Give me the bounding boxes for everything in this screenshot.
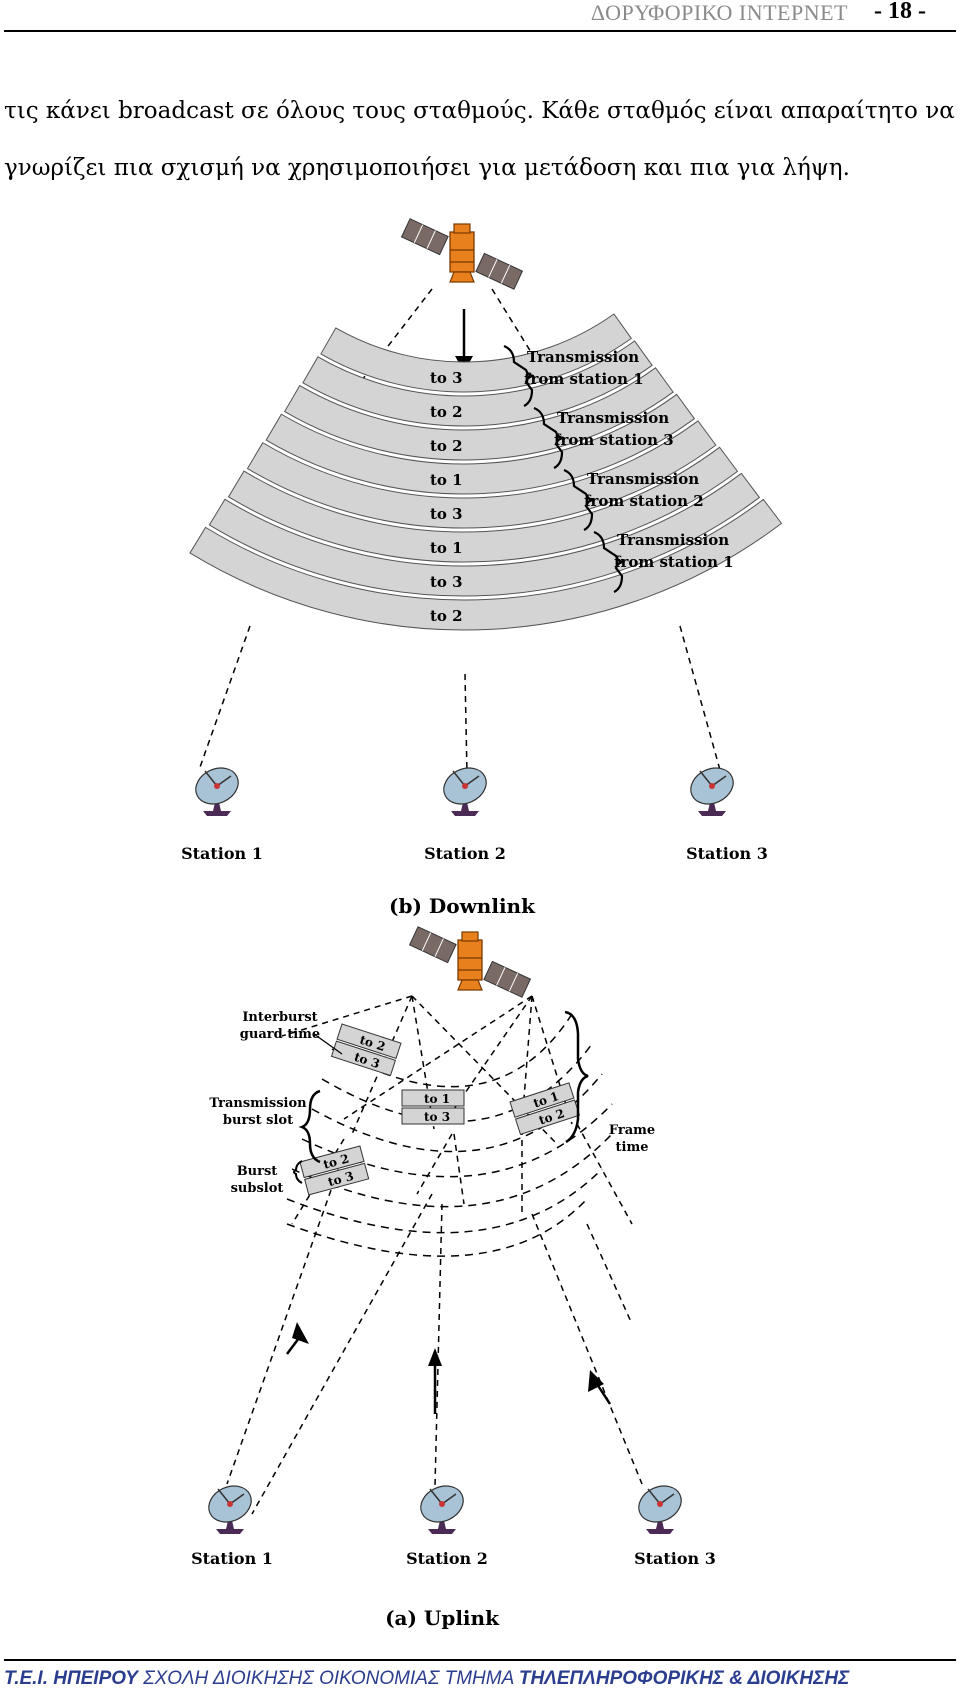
downlink-slot-label-2: to 2 [430,403,463,421]
burst-slot-label-2: burst slot [223,1113,293,1128]
station-3-dish-icon [684,760,740,817]
burst-subslot-label: to 3 [424,1110,450,1124]
downlink-slot-3 [283,367,674,461]
burst-subslot [304,1162,370,1196]
satellite-icon [400,218,524,290]
uplink-arrow-2 [428,1348,442,1366]
uplink-arrow-3 [588,1370,604,1392]
header-rule [4,30,956,32]
paragraph-line-2: γνωρίζει πια σχισμή να χρησιμοποιήσει γι… [4,155,850,181]
frame-time-label-1: Frame [609,1123,655,1138]
guard-time-pointer [313,1033,343,1055]
burst-upper-left: to 2to 3 [330,1023,402,1077]
burst-subslot [299,1145,365,1179]
downlink-slot-label-6: to 1 [430,539,463,557]
downlink-slot-1 [320,313,633,393]
burst-subslot [509,1082,575,1118]
satellite-icon [408,926,532,998]
page-header: ΔΟΡΥΦΟΡΙΚΟ ΙΝΤΕΡΝΕΤ - 18 - [0,0,960,34]
transmission-label-4-line2: from station 1 [614,553,734,571]
interburst-label-2: guard time [240,1027,320,1042]
uplink-beam-lines [226,995,643,1515]
burst-slot-label-1: Transmission [209,1096,307,1111]
transmission-label-2-line1: Transmission [557,409,669,427]
downlink-slot-5 [246,420,717,529]
burst-subslot [401,1107,465,1125]
downlink-slot-2 [302,340,653,427]
frame-time-brace [564,1010,589,1144]
subslot-label-2: subslot [231,1181,284,1196]
burst-subslot [401,1089,465,1107]
uplink-station-2-dish-icon [414,1478,470,1535]
downlink-station-2-label: Station 2 [424,844,506,863]
transmission-brace-4 [593,530,625,593]
burst-lower-left: to 2to 3 [299,1145,370,1196]
burst-subslot-label: to 2 [322,1151,351,1171]
transmission-label-1-line1: Transmission [527,348,639,366]
downlink-slot-6 [227,446,739,563]
transmission-label-2-line2: from station 3 [554,431,674,449]
uplink-station-3-label: Station 3 [634,1549,716,1568]
page-number: - 18 - [874,0,926,24]
subslot-brace [293,1160,303,1184]
subslot-label-1: Burst [237,1164,278,1179]
footer-institution: Τ.Ε.Ι. ΗΠΕΙΡΟΥ [4,1668,138,1689]
transmission-label-4-line1: Transmission [617,531,729,549]
uplink-diagram: to 2to 3to 1to 3to 1to 2to 2to 3Transmis… [192,926,716,1630]
uplink-station-1-label: Station 1 [192,1549,273,1568]
burst-subslot-label: to 1 [424,1092,450,1106]
downlink-station-1-label: Station 1 [181,844,263,863]
downlink-diagram: to 3 to 2 to 2 to 1 to 3 to 1 to 3 to 2 Transmi… [181,218,783,918]
footer-department: ΤΗΛΕΠΛΗΡΟΦΟΡΙΚΗΣ & ΔΙΟΙΚΗΣΗΣ [518,1668,850,1689]
station-2-dish-icon [437,760,493,817]
transmission-brace-2 [533,406,565,469]
downlink-slot-label-5: to 3 [430,505,463,523]
header-title: ΔΟΡΥΦΟΡΙΚΟ ΙΝΤΕΡΝΕΤ [590,0,848,25]
downlink-caption: (b) Downlink [389,894,536,918]
footer-rule [4,1659,956,1661]
downlink-slot-label-7: to 3 [430,573,463,591]
frame-time-label-2: time [616,1140,649,1155]
burst-center: to 1 to 3 [401,1089,465,1125]
downlink-slot-8 [189,498,783,631]
uplink-caption: (a) Uplink [385,1606,500,1630]
transmission-brace-1 [503,344,535,407]
downlink-slot-label-1: to 3 [430,369,463,387]
station-1-dish-icon [189,760,245,817]
transmission-label-1-line2: from station 1 [524,370,644,388]
downlink-station-3-label: Station 3 [686,844,768,863]
burst-subslot-label: to 3 [326,1169,355,1189]
interburst-label-1: Interburst [242,1010,317,1025]
downlink-slot-4 [265,393,696,495]
transmission-label-3-line1: Transmission [587,470,699,488]
page-footer: Τ.Ε.Ι. ΗΠΕΙΡΟΥ ΣΧΟΛΗ ΔΙΟΙΚΗΣΗΣ ΟΙΚΟΝΟΜΙΑ… [4,1668,849,1690]
paragraph-line-1: τις κάνει broadcast σε όλους τους σταθμο… [4,98,955,124]
downlink-slot-label-3: to 2 [430,437,463,455]
downlink-slot-7 [208,472,761,597]
transmission-brace-3 [563,468,595,531]
burst-subslot [336,1023,402,1060]
burst-right: to 1to 2 [509,1082,581,1135]
footer-school: ΣΧΟΛΗ ΔΙΟΙΚΗΣΗΣ ΟΙΚΟΝΟΜΙΑΣ ΤΜΗΜΑ [137,1668,519,1689]
uplink-station-3-dish-icon [632,1478,688,1535]
downlink-slot-label-8: to 2 [430,607,463,625]
burst-slot-brace [298,1089,321,1164]
uplink-station-2-label: Station 2 [406,1549,488,1568]
downlink-slot-label-4: to 1 [430,471,463,489]
uplink-arrow-1 [292,1322,309,1344]
transmission-label-3-line2: from station 2 [584,492,704,510]
uplink-station-1-dish-icon [202,1478,258,1535]
